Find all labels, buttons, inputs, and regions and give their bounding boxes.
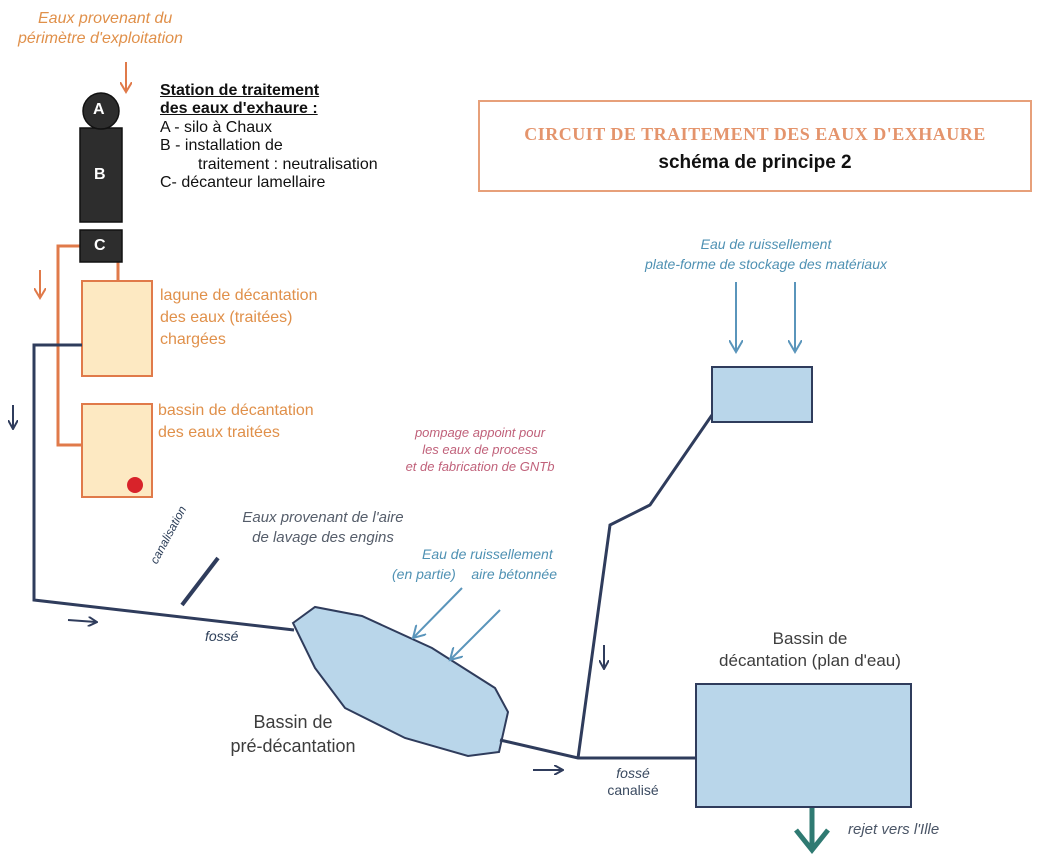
page-title: CIRCUIT DE TRAITEMENT DES EAUX D'EXHAURE [524,124,986,144]
bassin-pre-decantation [291,605,510,758]
label-bassin-plan-2: décantation (plan d'eau) [719,651,901,670]
bassin-plan-eau [695,683,912,808]
unit-c-box [79,229,123,263]
label-ruissellement-stockage: Eau de ruissellement plate-forme de stoc… [596,234,936,274]
label-bassin-pre: Bassin de pré-décantation [218,710,368,758]
title-box: CIRCUIT DE TRAITEMENT DES EAUX D'EXHAURE… [478,100,1032,192]
dark-pipe-to-junction [499,738,696,760]
label-rejet: rejet vers l'Ille [848,821,940,838]
label-lagune-3: chargées [160,331,226,348]
label-lagune-1: lagune de décantation [160,287,318,304]
label-bassin-traitees-2: des eaux traitées [158,424,280,441]
label-eaux-perimetre-1: Eaux provenant du [38,10,173,27]
label-pompage-1: pompage appoint pour [414,425,546,440]
right-arrow-fosse [67,620,96,622]
dark-pipe-from-storage [576,414,714,759]
label-ruissellement-beton-1: Eau de ruissellement [422,546,553,562]
unit-a-circle [82,92,120,130]
label-bassin-pre-1: Bassin de [253,712,333,732]
unit-a-label: A [93,101,105,118]
label-eaux-lavage: Eaux provenant de l'aire de lavage des e… [208,508,438,548]
dark-pipe-main [32,343,295,632]
label-ruissellement-beton-2b: aire bétonnée [471,566,558,582]
pump-dot [127,477,143,493]
legend-heading-1: Station de traitement [160,82,320,99]
label-ruissellement-beton-2a: (en partie) [392,566,456,582]
legend-heading-2: des eaux d'exhaure : [160,100,318,118]
unit-b-box [79,127,123,223]
label-bassin-traitees-1: bassin de décantation [158,402,314,419]
label-eaux-lavage-2: de lavage des engins [252,529,394,546]
legend-item-a: A - silo à Chaux [160,118,273,136]
label-ruissellement-stockage-1: Eau de ruissellement [700,236,832,252]
label-lagune: lagune de décantation des eaux (traitées… [160,285,317,351]
legend-item-b-1: B - installation de [160,137,283,155]
label-pompage-2: les eaux de process [422,442,538,457]
label-fosse-canalise: fossé canalisé [598,765,668,799]
label-fosse-canalise-1: fossé [616,765,650,781]
label-lagune-2: des eaux (traitées) [160,309,293,326]
label-eaux-perimetre-2: périmètre d'exploitation [18,30,183,47]
legend-item-b-2: traitement : neutralisation [198,155,378,173]
lagune-decantation [81,280,153,377]
label-pompage-3: et de fabrication de GNTb [405,459,555,474]
rejet-arrow-head [794,828,830,855]
label-fosse: fossé [205,628,239,644]
blue-arrow-beton-1 [413,587,463,638]
label-ruissellement-stockage-2: plate-forme de stockage des matériaux [644,256,887,272]
label-bassin-traitees: bassin de décantation des eaux traitées [158,400,314,444]
legend: Station de traitement des eaux d'exhaure… [160,82,378,192]
label-bassin-pre-2: pré-décantation [230,736,356,756]
legend-item-c: C- décanteur lamellaire [160,173,326,191]
label-ruissellement-beton: Eau de ruissellement (en partie) aire bé… [392,544,557,584]
unit-c-label: C [94,237,106,254]
label-eaux-lavage-1: Eaux provenant de l'aire [242,509,404,526]
label-fosse-canalise-2: canalisé [607,782,659,798]
label-bassin-plan-1: Bassin de [772,629,848,648]
canalisation-pipe [180,556,220,607]
bassin-stockage [711,366,813,423]
label-pompage: pompage appoint pour les eaux de process… [380,424,580,475]
page-subtitle: schéma de principe 2 [658,152,852,173]
blue-arrow-beton-2 [450,609,501,660]
label-bassin-plan: Bassin de décantation (plan d'eau) [690,628,930,672]
unit-b-label: B [94,166,106,183]
